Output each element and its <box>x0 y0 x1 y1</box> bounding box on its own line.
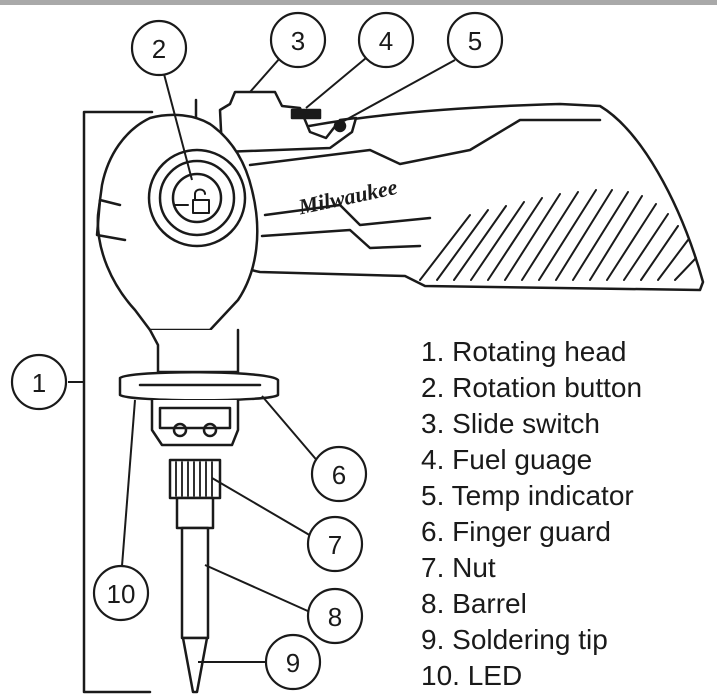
legend-label: Rotating head <box>452 336 627 367</box>
callout-1-circle <box>10 353 68 411</box>
rotation-button-ring <box>147 148 247 248</box>
legend-item: 6. Finger guard <box>421 516 611 547</box>
leader-3 <box>249 57 281 93</box>
soldering-tip <box>181 636 209 694</box>
callout-6-number: 6 <box>332 460 346 490</box>
legend-label: Barrel <box>452 588 527 619</box>
legend-number: 7 <box>421 552 437 583</box>
leader-5 <box>341 59 456 123</box>
callout-9-circle <box>264 633 322 691</box>
leader-lines <box>68 57 456 663</box>
callout-4-number: 4 <box>379 26 393 56</box>
legend-label: Temp indicator <box>451 480 634 511</box>
legend-label: Finger guard <box>452 516 611 547</box>
legend-number: 5 <box>421 480 437 511</box>
legend-item: 10. LED <box>421 660 523 691</box>
legend-label: Nut <box>452 552 496 583</box>
legend-item: 3. Slide switch <box>421 408 600 439</box>
slide-switch <box>194 90 358 154</box>
legend-label: Fuel guage <box>452 444 593 475</box>
legend-label: Rotation button <box>452 372 643 403</box>
callout-10-number: 10 <box>107 579 136 609</box>
head-side-tab <box>95 198 127 242</box>
handle-groove-lower <box>260 228 422 250</box>
fuel-gauge-window <box>290 108 322 120</box>
legend-number: 6 <box>421 516 437 547</box>
legend-item: 8. Barrel <box>421 588 527 619</box>
battery-grip-ribs <box>419 189 697 281</box>
callout-8-number: 8 <box>328 602 342 632</box>
nose-collar <box>150 398 240 447</box>
callout-9-number: 9 <box>286 648 300 678</box>
handle-groove <box>263 203 432 227</box>
legend-number: 2 <box>421 372 437 403</box>
legend-label: Soldering tip <box>452 624 608 655</box>
legend-number: 9 <box>421 624 437 655</box>
callout-6-circle <box>310 445 368 503</box>
legend-item: 7. Nut <box>421 552 496 583</box>
legend-number: 10 <box>421 660 453 691</box>
callout-1-number: 1 <box>32 368 46 398</box>
callout-2-circle <box>130 19 188 77</box>
leader-7 <box>211 477 319 541</box>
callout-5-number: 5 <box>468 26 482 56</box>
leader-6 <box>261 395 321 465</box>
legend-number: 4 <box>421 444 437 475</box>
legend-item: 4. Fuel guage <box>421 444 593 475</box>
callout-8-circle <box>306 587 364 645</box>
legend-label: LED <box>467 660 523 691</box>
legend-number: 3 <box>421 408 437 439</box>
nut-knurling <box>175 461 213 497</box>
rotation-button-inner <box>158 159 236 237</box>
legend-item: 2. Rotation button <box>421 372 643 403</box>
leader-10 <box>121 399 136 567</box>
legend-item: 5. Temp indicator <box>421 480 634 511</box>
handle-ridge <box>248 118 602 167</box>
rotation-button-face <box>171 172 223 224</box>
barrel <box>180 526 210 640</box>
legend-number: 8 <box>421 588 437 619</box>
temp-indicator-led <box>333 119 347 133</box>
legend-item: 1. Rotating head <box>421 336 627 367</box>
head-neck <box>148 328 240 374</box>
leader-8 <box>204 564 311 613</box>
callout-7-number: 7 <box>328 530 342 560</box>
callout-2-number: 2 <box>152 34 166 64</box>
screw-right <box>202 422 218 438</box>
leader-2 <box>163 73 193 181</box>
lock-icon <box>192 188 210 214</box>
rotating-head-bracket <box>82 110 154 694</box>
callout-4-circle <box>357 11 415 69</box>
leader-4 <box>305 57 367 109</box>
callout-7-circle <box>306 515 364 573</box>
callout-3-number: 3 <box>291 26 305 56</box>
callout-3-circle <box>269 11 327 69</box>
legend-item: 9. Soldering tip <box>421 624 608 655</box>
top-divider <box>0 0 717 5</box>
nose-band <box>158 406 232 430</box>
legend-number: 1 <box>421 336 437 367</box>
legend-label: Slide switch <box>452 408 600 439</box>
screw-left <box>172 422 188 438</box>
callout-10-circle <box>92 564 150 622</box>
parts-legend: 1. Rotating head 2. Rotation button 3. S… <box>421 334 642 694</box>
callout-5-circle <box>446 11 504 69</box>
barrel-collar <box>175 496 215 530</box>
